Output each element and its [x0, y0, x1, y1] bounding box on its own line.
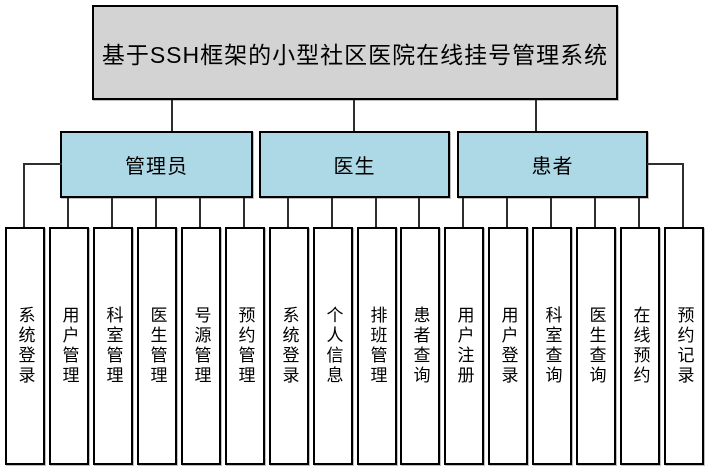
- connector-line: [506, 198, 508, 227]
- leaf-node: 预约管理: [225, 227, 265, 465]
- leaf-label: 预约管理: [235, 306, 255, 386]
- connector-line: [535, 100, 537, 131]
- leaf-node: 系统登录: [5, 227, 45, 465]
- connector-line: [353, 100, 355, 131]
- leaf-node: 医生查询: [576, 227, 616, 465]
- leaf-node: 用户注册: [444, 227, 484, 465]
- connector-line: [287, 198, 289, 227]
- leaf-label: 预约记录: [674, 306, 694, 386]
- leaf-node: 排班管理: [357, 227, 397, 465]
- group-node-doctor: 医生: [259, 131, 450, 198]
- root-node-system: 基于SSH框架的小型社区医院在线挂号管理系统: [92, 5, 618, 100]
- group-label: 患者: [531, 156, 574, 178]
- leaf-label: 医生管理: [147, 306, 167, 386]
- connector-line: [594, 198, 596, 227]
- connector-line: [23, 163, 25, 227]
- leaf-label: 用户登录: [498, 306, 518, 386]
- leaf-node: 预约记录: [664, 227, 704, 465]
- leaf-label: 系统登录: [15, 306, 35, 386]
- leaf-node: 系统登录: [269, 227, 309, 465]
- leaf-label: 在线预约: [630, 306, 650, 386]
- connector-line: [682, 163, 684, 227]
- group-label: 管理员: [125, 156, 188, 178]
- leaf-label: 号源管理: [191, 306, 211, 386]
- leaf-label: 医生查询: [586, 306, 606, 386]
- diagram-title: 基于SSH框架的小型社区医院在线挂号管理系统: [101, 41, 609, 68]
- leaf-node: 个人信息: [313, 227, 353, 465]
- connector-line: [550, 198, 552, 227]
- group-node-patient: 患者: [457, 131, 648, 198]
- leaf-label: 排班管理: [367, 306, 387, 386]
- leaf-node: 科室查询: [532, 227, 572, 465]
- leaf-label: 用户注册: [454, 306, 474, 386]
- connector-line: [647, 163, 684, 165]
- leaf-label: 患者查询: [410, 306, 430, 386]
- connector-line: [155, 198, 157, 227]
- leaf-node: 患者查询: [400, 227, 440, 465]
- leaf-node: 号源管理: [181, 227, 221, 465]
- connector-line: [67, 198, 69, 227]
- connector-line: [638, 198, 640, 227]
- group-label: 医生: [333, 156, 376, 178]
- connector-line: [243, 198, 245, 227]
- leaf-node: 医生管理: [137, 227, 177, 465]
- connector-line: [331, 198, 333, 227]
- connector-line: [111, 198, 113, 227]
- connector-line: [462, 198, 464, 227]
- leaf-label: 个人信息: [323, 306, 343, 386]
- leaf-label: 科室查询: [542, 306, 562, 386]
- connector-line: [199, 198, 201, 227]
- connector-line: [375, 198, 377, 227]
- leaf-node: 科室管理: [93, 227, 133, 465]
- leaf-node: 在线预约: [620, 227, 660, 465]
- connector-line: [418, 198, 420, 227]
- group-node-admin: 管理员: [60, 131, 253, 198]
- leaf-label: 用户管理: [59, 306, 79, 386]
- leaf-node: 用户登录: [488, 227, 528, 465]
- connector-line: [171, 100, 173, 131]
- leaf-node: 用户管理: [49, 227, 89, 465]
- connector-line: [23, 163, 62, 165]
- leaf-label: 系统登录: [279, 306, 299, 386]
- leaf-label: 科室管理: [103, 306, 123, 386]
